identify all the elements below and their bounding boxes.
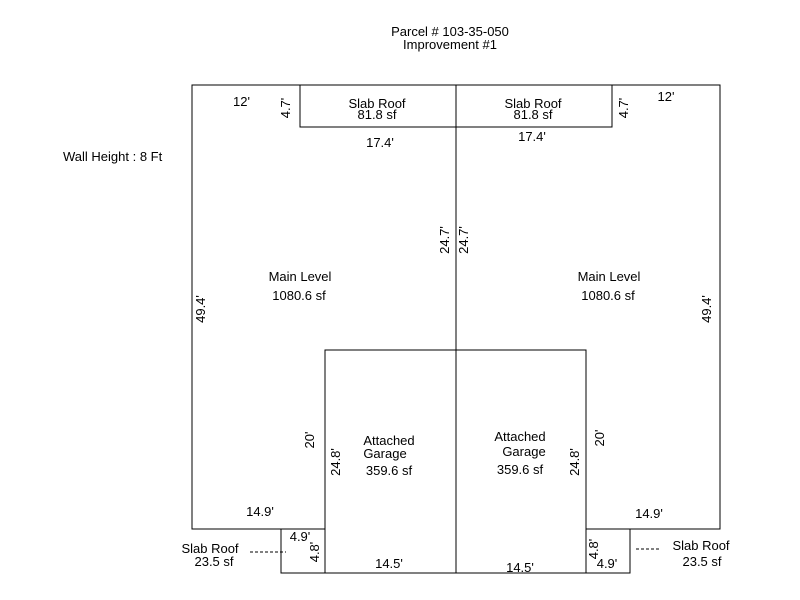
- left-garage-outline: [324, 349, 456, 573]
- right-slab-roof-depth-dim: 4.7': [616, 98, 631, 119]
- left-small-slab-area: 23.5 sf: [194, 554, 233, 569]
- left-outer-height-dim: 49.4': [193, 295, 208, 323]
- right-outer-height-dim: 49.4': [699, 295, 714, 323]
- right-garage-label-2: Garage: [502, 444, 545, 459]
- left-garage-outer-side-dim: 20': [302, 432, 317, 449]
- right-top-offset-dim: 12': [658, 89, 675, 104]
- right-garage-area: 359.6 sf: [497, 462, 544, 477]
- right-small-slab-area: 23.5 sf: [682, 554, 721, 569]
- right-bottom-offset-dim: 14.9': [635, 506, 663, 521]
- right-main-level-label: Main Level: [578, 269, 641, 284]
- wall-height-label: Wall Height : 8 Ft: [63, 149, 163, 164]
- left-party-wall-dim: 24.7': [437, 226, 452, 254]
- left-slab-roof-area: 81.8 sf: [357, 107, 396, 122]
- right-small-slab-width-dim: 4.9': [597, 556, 618, 571]
- right-small-slab-label: Slab Roof: [672, 538, 729, 553]
- left-garage-width-dim: 14.5': [375, 556, 403, 571]
- left-small-slab-width-dim: 4.9': [290, 529, 311, 544]
- right-garage-label-1: Attached: [494, 429, 545, 444]
- right-garage-outline: [456, 349, 587, 573]
- right-main-level-area: 1080.6 sf: [581, 288, 635, 303]
- right-slab-roof-area: 81.8 sf: [513, 107, 552, 122]
- right-slab-roof-outline: [455, 84, 613, 128]
- left-main-level-label: Main Level: [269, 269, 332, 284]
- left-slab-roof-label: Slab Roof: [348, 96, 405, 111]
- left-slab-roof-depth-dim: 4.7': [278, 98, 293, 119]
- right-garage-width-dim: 14.5': [506, 560, 534, 575]
- right-small-slab-depth-dim: 4.8': [586, 539, 601, 560]
- parcel-number: Parcel # 103-35-050: [391, 24, 509, 39]
- left-garage-area: 359.6 sf: [366, 463, 413, 478]
- improvement-number: Improvement #1: [403, 37, 497, 52]
- left-garage-label-1: Attached: [363, 433, 414, 448]
- right-party-wall-dim: 24.7': [456, 226, 471, 254]
- left-small-slab-depth-dim: 4.8': [307, 542, 322, 563]
- right-slab-roof-label: Slab Roof: [504, 96, 561, 111]
- left-bottom-offset-dim: 14.9': [246, 504, 274, 519]
- right-garage-inner-side-dim: 24.8': [567, 448, 582, 476]
- left-small-slab-label: Slab Roof: [181, 541, 238, 556]
- left-top-offset-dim: 12': [233, 94, 250, 109]
- right-slab-roof-width-dim: 17.4': [518, 129, 546, 144]
- left-main-level-area: 1080.6 sf: [272, 288, 326, 303]
- right-garage-outer-side-dim: 20': [592, 430, 607, 447]
- left-garage-inner-side-dim: 24.8': [328, 448, 343, 476]
- left-slab-roof-width-dim: 17.4': [366, 135, 394, 150]
- left-garage-label-2: Garage: [363, 446, 406, 461]
